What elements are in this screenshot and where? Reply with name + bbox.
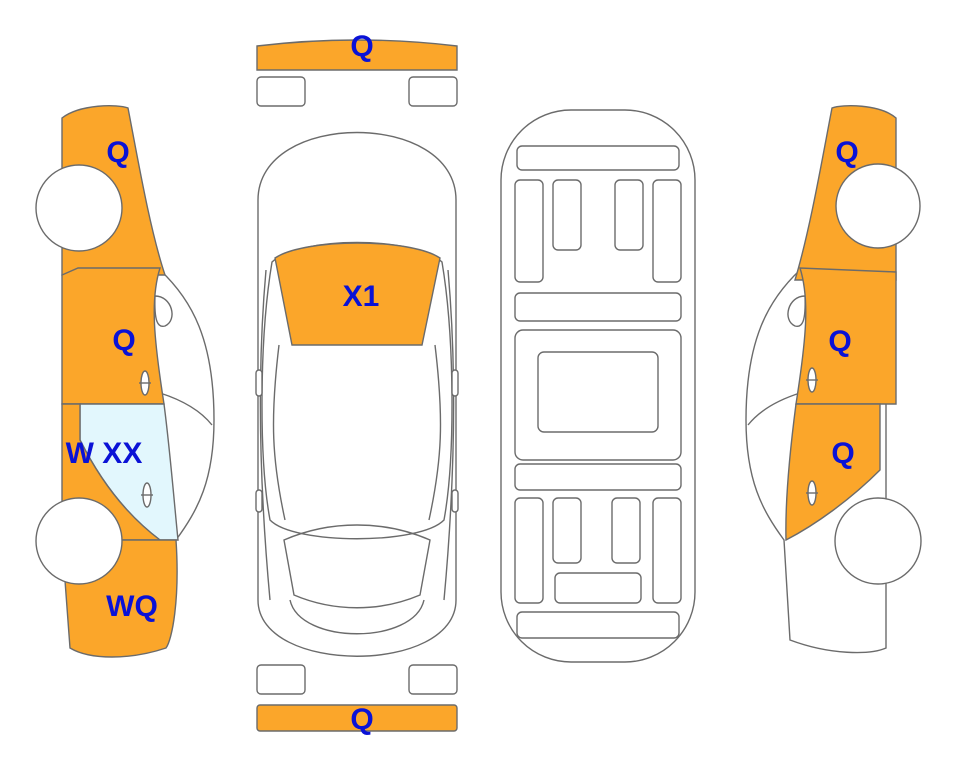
side-rail-right	[443, 269, 455, 601]
label-front-bumper: Q	[350, 30, 373, 63]
underside-cross-2	[514, 463, 682, 491]
label-rear-bumper: Q	[350, 703, 373, 736]
label-left-rear-door: W XX	[66, 437, 143, 470]
label-left-front-door: Q	[112, 324, 135, 357]
left-front-wheel	[35, 164, 123, 252]
underside-rear-bar	[516, 611, 680, 639]
underside-block-5	[554, 572, 642, 604]
right-handle-front	[806, 367, 818, 393]
rear-light-left	[256, 664, 306, 695]
door-line-right	[428, 344, 442, 521]
underside-rail-4	[652, 497, 682, 604]
rear-bumper[interactable]	[256, 704, 458, 732]
left-window-line	[159, 392, 213, 426]
handle-right	[451, 489, 459, 513]
rear-window	[283, 524, 431, 609]
left-side-view	[35, 105, 215, 658]
label-right-front-fender: Q	[835, 136, 858, 169]
trunk-line	[289, 599, 425, 635]
rear-light-right	[408, 664, 458, 695]
front-headlight-left	[256, 76, 306, 107]
right-rear-wheel	[834, 497, 922, 585]
top-view	[255, 39, 459, 732]
mirror-left	[255, 369, 263, 397]
underside-block-4	[611, 497, 641, 564]
handle-left	[255, 489, 263, 513]
label-left-rear-quarter: WQ	[106, 590, 158, 623]
underside-tank	[537, 351, 659, 433]
right-window-line	[747, 392, 801, 426]
right-side-view	[745, 105, 922, 654]
underside-rail-2	[652, 179, 682, 283]
label-right-front-door: Q	[828, 325, 851, 358]
right-rear-door[interactable]	[785, 403, 881, 542]
underside-block-3	[552, 497, 582, 564]
underside-block-2	[614, 179, 644, 251]
underside-rail-1	[514, 179, 544, 283]
left-rear-wheel	[35, 497, 123, 585]
damage-labels: Q X1 Q Q Q W XX WQ Q Q Q	[66, 30, 859, 736]
left-mirror	[154, 295, 173, 328]
underside-front-bar	[516, 145, 680, 171]
mirror-right	[451, 369, 459, 397]
underside-block-1	[552, 179, 582, 251]
left-handle-rear	[141, 482, 153, 508]
hood-panel[interactable]	[274, 242, 441, 346]
front-headlight-right	[408, 76, 458, 107]
right-handle-rear	[806, 480, 818, 506]
left-handle-front	[139, 370, 151, 396]
door-line-left	[272, 344, 286, 521]
label-left-front-fender: Q	[106, 136, 129, 169]
side-rail-left	[259, 269, 271, 601]
right-mirror	[787, 295, 806, 328]
underside-cross-1	[514, 292, 682, 322]
right-front-wheel	[835, 163, 921, 249]
label-hood: X1	[343, 280, 380, 313]
label-right-rear-door: Q	[831, 437, 854, 470]
front-bumper[interactable]	[256, 39, 458, 71]
top-body-outline	[257, 131, 457, 657]
underside-view	[500, 109, 696, 663]
underside-rail-3	[514, 497, 544, 604]
